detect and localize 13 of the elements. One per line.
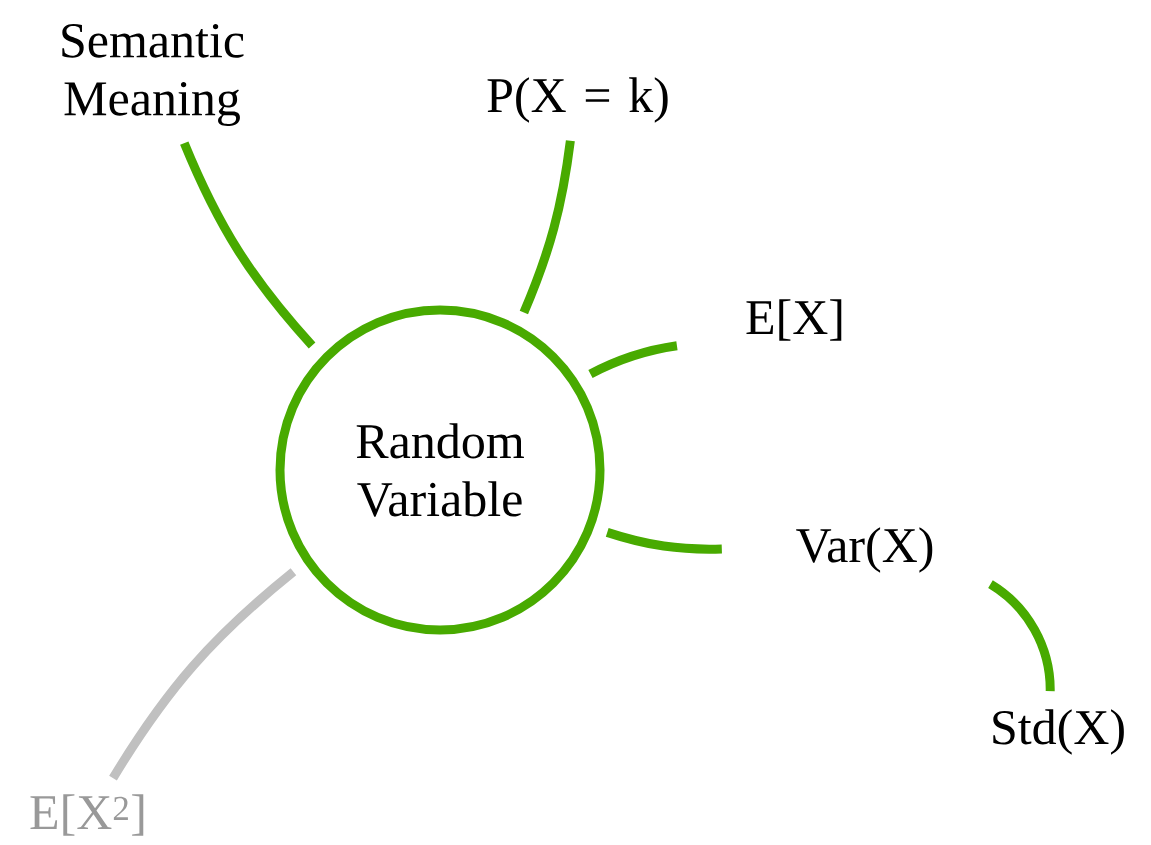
node-label: Var(X) bbox=[796, 527, 933, 573]
connector-line bbox=[988, 580, 1055, 692]
connector-line bbox=[109, 568, 297, 781]
node-label: Semantic Meaning bbox=[62, 24, 244, 126]
connector-line bbox=[519, 140, 575, 315]
connector-line bbox=[605, 528, 722, 554]
node-label: E[X$^{2}$] bbox=[30, 794, 144, 836]
connector-line bbox=[588, 341, 678, 379]
connector-line bbox=[180, 141, 316, 349]
node-label: E[X] bbox=[746, 299, 842, 341]
node-label: P(X = k) bbox=[487, 77, 668, 123]
circle-node: Random Variable bbox=[275, 305, 605, 635]
node-label: Std(X) bbox=[993, 709, 1124, 755]
